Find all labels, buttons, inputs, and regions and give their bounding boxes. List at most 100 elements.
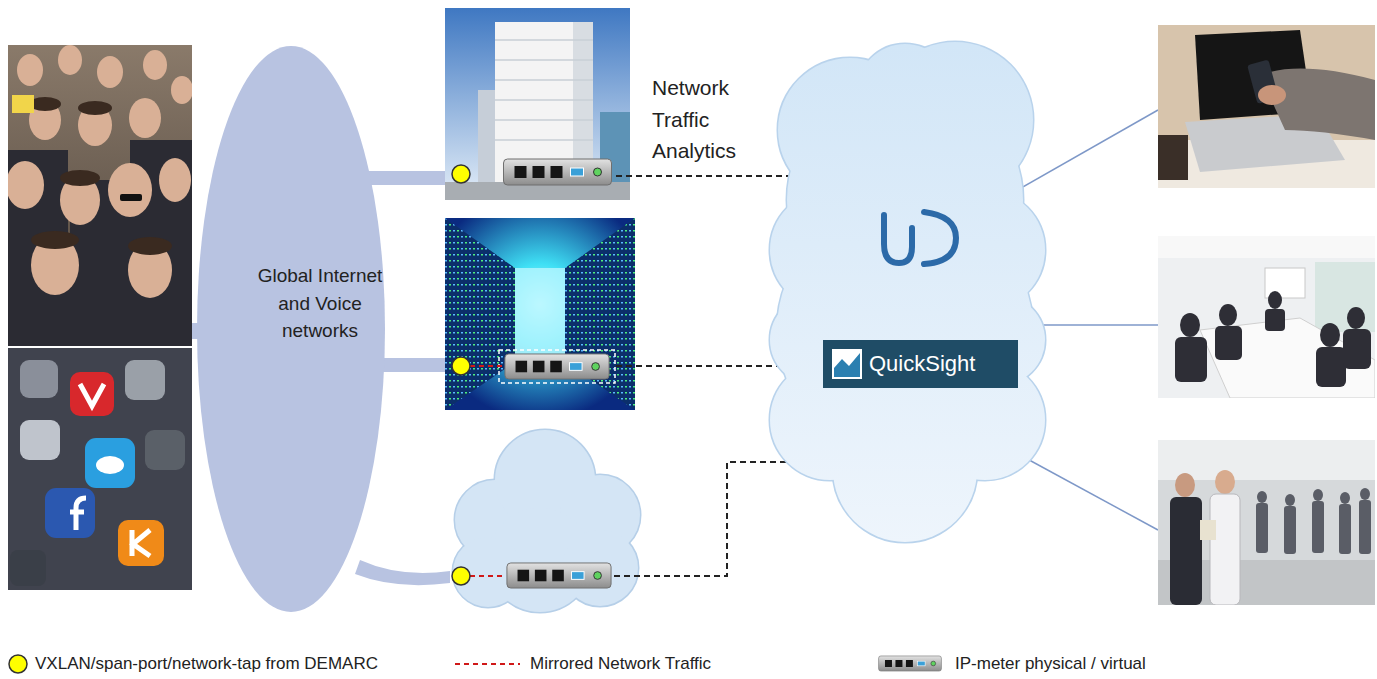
shape-line [495,139,593,141]
shape-rect [8,348,192,590]
shape-rect [125,360,165,400]
shape-line [455,663,520,665]
shape-g [29,97,172,255]
shape-rect [573,22,593,182]
network-oval: Global Internet and Voice networks [196,45,386,613]
analytics-cloud [770,42,1045,542]
shape-path [924,212,956,264]
shape-rect [1170,497,1202,605]
shape-ellipse [60,170,100,186]
shape-circle [452,165,470,183]
shape-path [355,560,450,585]
shape-rect [1339,504,1351,554]
shape-use [507,563,611,588]
shape-line [495,99,593,101]
shape-line [470,365,503,367]
shape-path [70,498,86,530]
annotation-label: Network Traffic Analytics [652,72,752,167]
shape-rect [70,372,114,416]
shape-ellipse [159,158,191,202]
shape-g [770,42,1045,542]
shape-line [1030,324,1158,326]
shape-rect [45,488,95,538]
shape-g [1256,488,1371,554]
shape-rect [1343,329,1371,369]
shape-ellipse [129,98,161,138]
shape-polygon [445,218,515,410]
shape-rect [1312,501,1324,553]
shape-rect [118,520,164,566]
icon-chart [834,353,860,377]
icon-ground [832,349,862,379]
shape-circle [857,44,953,140]
shape-circle [857,44,953,140]
shape-ellipse [1340,492,1350,504]
shape-rect [20,360,58,398]
shape-ellipse [171,76,192,104]
shape-ellipse [128,237,172,255]
shape-ellipse [1257,491,1267,503]
shape-path [1260,69,1375,140]
data-center-photo [445,218,635,410]
shape-ellipse [1175,473,1195,497]
meeting-room-photo [1158,236,1375,398]
shape-rect [1210,494,1240,605]
shape-g [495,40,593,140]
shape-ellipse [58,45,82,75]
shape-circle [452,357,470,375]
node-text: Global Internet and Voice networks [254,262,386,345]
phone-apps-photo [8,348,192,590]
legend-text: VXLAN/span-port/network-tap from DEMARC [35,654,378,674]
shape-circle [452,567,470,585]
shape-rect [1315,262,1375,332]
shape-circle [833,398,977,542]
shape-line [470,575,506,577]
shape-ellipse [1313,489,1323,501]
laptop-user-photo [1158,25,1375,188]
shape-ellipse [108,163,152,217]
shape-line [495,79,593,81]
shape-rect [1158,25,1375,188]
shape-rect [1359,500,1371,554]
shape-ellipse [1360,488,1370,500]
shape-rect [8,348,192,590]
shape-rect [1284,506,1296,554]
node-text: QuickSight [869,351,975,377]
business-people-photo [1158,440,1375,605]
legend-text: IP-meter physical / virtual [955,654,1146,674]
virtual-cloud [453,430,640,612]
shape-rect [1158,236,1375,258]
shape-ellipse [1347,307,1365,329]
shape-ellipse [1215,470,1235,494]
shape-rect [10,550,46,586]
shape-circle [9,655,27,673]
shape-rect [445,8,630,200]
shape-ellipse [96,456,124,474]
shape-ellipse [1285,494,1295,506]
shape-use [879,656,942,671]
shape-ellipse [143,50,167,80]
shape-rect [1215,326,1242,360]
shape-use [504,159,612,185]
shape-rect [445,218,635,410]
shape-ellipse [8,161,44,209]
shape-g [8,45,192,298]
shape-rect [1200,520,1216,540]
shape-g [770,42,1045,542]
text-stack: Global Internet and Voice networks [254,262,386,345]
shape-rect [495,22,593,182]
legend-text: Mirrored Network Traffic [530,654,711,674]
shape-line [495,39,593,41]
office-building-photo [445,8,630,200]
shape-ellipse [1268,291,1282,309]
shape-rect [360,171,448,185]
shape-rect [1158,135,1188,180]
shape-circle [833,398,977,542]
shape-rect [1265,309,1285,331]
oval-fill [197,46,385,612]
shape-rect [20,420,60,460]
shape-polyline [614,462,810,576]
shape-line [616,175,815,177]
shape-ellipse [1180,313,1200,337]
